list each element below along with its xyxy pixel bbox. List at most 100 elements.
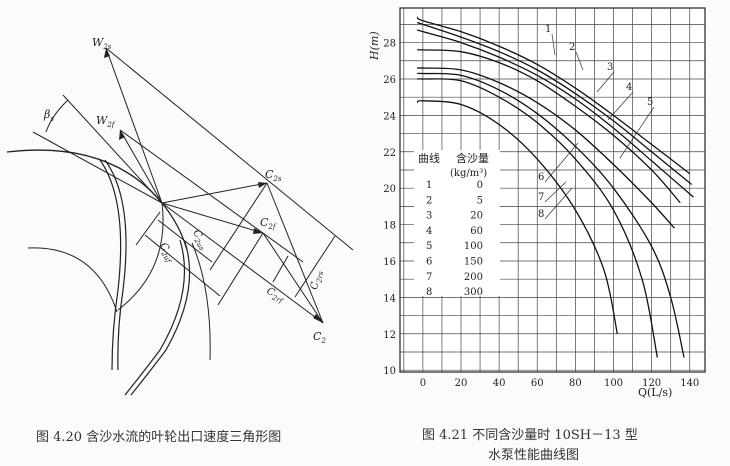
c2f-vector (161, 202, 264, 234)
x-tick-label: 140 (680, 378, 699, 389)
arrowhead (104, 48, 110, 58)
y-tick-label: 22 (383, 148, 396, 159)
impeller-inner-arc (27, 247, 118, 313)
svg-text:C2s: C2s (265, 168, 282, 183)
arrowhead (313, 314, 323, 323)
y-tick-label: 10 (383, 366, 396, 377)
legend-sand-value: 20 (470, 211, 483, 222)
legend-curve-id: 6 (426, 257, 432, 268)
dim-ext (135, 211, 161, 246)
x-tick-label: 100 (604, 378, 623, 389)
c2us-dim-line (157, 219, 213, 263)
impeller-outer-arc (6, 149, 188, 251)
c2rf-projection (217, 232, 264, 306)
arrowhead (119, 130, 125, 140)
y-axis-label: H(m) (368, 31, 381, 61)
legend-sand-value: 300 (464, 287, 483, 298)
legend-unit: (kg/m³) (450, 168, 487, 179)
legend-sand-value: 0 (477, 180, 483, 191)
curve-8 (416, 100, 618, 334)
curve-label-leader (575, 51, 584, 71)
x-tick-label: 20 (455, 378, 468, 389)
beta-angle-arc (45, 99, 69, 133)
curve-label-4: 4 (626, 82, 632, 93)
c2rs-projection (209, 182, 268, 271)
legend-header-sand: 含沙量 (456, 151, 489, 165)
y-tick-label: 28 (383, 39, 396, 50)
c2s-vector (161, 182, 268, 204)
y-tick-label: 26 (383, 75, 396, 86)
legend-sand-value: 200 (464, 272, 483, 283)
label-c2rs: C (309, 281, 321, 291)
legend-header-curve: 曲线 (418, 151, 440, 165)
c2rf-dim-line (272, 255, 289, 283)
x-tick-label: 40 (493, 378, 506, 389)
svg-text:C2rs: C2rs (309, 269, 325, 290)
y-tick-label: 24 (383, 111, 396, 122)
curve-label-3: 3 (607, 62, 613, 73)
label-c2: C (313, 330, 322, 343)
blade (104, 159, 127, 371)
label-w2s: W (92, 36, 105, 49)
curve-2 (416, 21, 693, 186)
curve-label-6: 6 (538, 172, 544, 183)
curve-label-leader (607, 91, 634, 121)
curve-label-leader (544, 142, 579, 183)
x-axis-label: Q(L/s) (638, 386, 672, 399)
curve-5 (416, 67, 675, 229)
curve-6 (416, 72, 685, 358)
y-tick-label: 18 (383, 221, 396, 232)
curve-7 (416, 78, 658, 358)
w2f-vector (119, 129, 163, 204)
arrowhead (258, 182, 267, 188)
w2f-line (119, 129, 304, 263)
legend-sand-value: 60 (470, 226, 483, 237)
legend-curve-id: 8 (426, 287, 432, 298)
y-tick-label: 20 (383, 184, 396, 195)
c2rs-dim-line (294, 235, 336, 298)
chart-curves (416, 16, 694, 358)
u2-line (161, 202, 324, 324)
legend-sand-value: 100 (464, 241, 483, 252)
label-c2rf: C (265, 286, 277, 299)
curve-1 (416, 16, 691, 175)
legend-curve-id: 1 (426, 180, 432, 191)
legend-sand-value: 5 (477, 195, 483, 206)
y-tick-label: 14 (383, 293, 396, 304)
label-c2f: C (260, 216, 269, 229)
legend-curve-id: 7 (426, 272, 432, 283)
figure-4-20-caption: 图 4.20 含沙水流的叶轮出口速度三角形图 (36, 430, 282, 445)
w2s-vector (105, 47, 163, 204)
x-tick-label: 60 (531, 378, 544, 389)
x-tick-label: 80 (569, 378, 582, 389)
y-tick-label: 16 (383, 257, 396, 268)
curve-label-7: 7 (538, 192, 544, 203)
x-tick-label: 120 (642, 378, 661, 389)
legend-curve-id: 2 (426, 195, 432, 206)
curve-label-leader (544, 187, 573, 220)
beta-ref-line (32, 131, 163, 204)
c2f-to-c2 (262, 232, 324, 324)
legend-curve-id: 4 (426, 226, 432, 237)
beta-ref-line (62, 94, 163, 204)
y-tick-label: 12 (383, 330, 396, 341)
curve-3 (416, 29, 694, 198)
svg-text:W2s: W2s (92, 36, 112, 51)
legend-box (414, 150, 500, 296)
curve-label-leader (544, 181, 567, 203)
figure-4-21-caption-line1: 图 4.21 不同含沙量时 10SH－13 型 (422, 428, 638, 443)
impeller-right-arc (191, 242, 211, 361)
curve-4 (416, 49, 681, 204)
label-c2s: C (265, 168, 274, 181)
curve-label-2: 2 (569, 42, 575, 53)
curve-label-5: 5 (647, 97, 653, 108)
x-tick-label: 0 (420, 378, 426, 389)
legend-curve-id: 5 (426, 241, 432, 252)
svg-text:W2f: W2f (96, 114, 116, 129)
curve-label-leader (596, 71, 615, 93)
velocity-triangle-diagram: W2s W2f βs C2s C2f C2 C2uf C2us C2rs C2r… (6, 36, 354, 396)
legend-curve-id: 3 (426, 211, 432, 222)
